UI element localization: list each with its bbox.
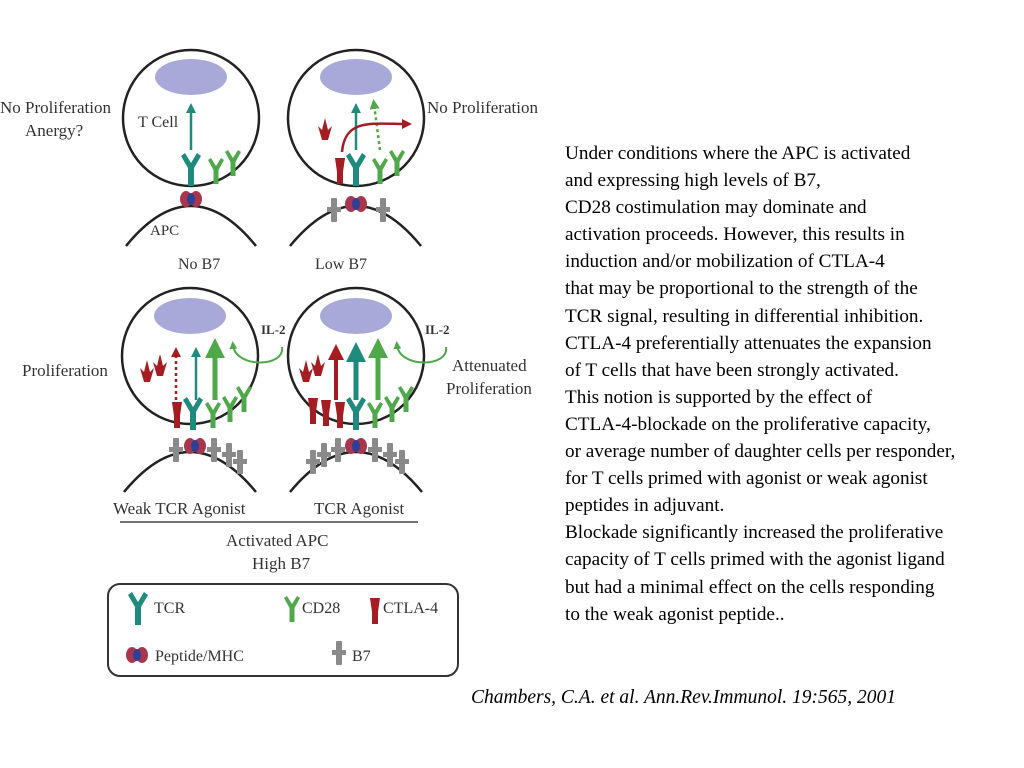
t-cell-activation-figure: No Proliferation Anergy? T Cell APC No B… bbox=[0, 48, 538, 677]
peptide-mhc bbox=[180, 191, 202, 207]
label-attenuated: Attenuated bbox=[452, 356, 527, 375]
caption-low-b7: Low B7 bbox=[315, 256, 367, 273]
il2-arrow bbox=[229, 341, 284, 364]
text-line: to the weak agonist peptide.. bbox=[565, 603, 785, 625]
peptide-mhc bbox=[184, 438, 206, 454]
text-line: activation proceeds. However, this resul… bbox=[565, 224, 905, 246]
peptide-mhc bbox=[345, 196, 367, 212]
il2-arrow bbox=[393, 341, 448, 364]
legend-cd28-label: CD28 bbox=[302, 600, 340, 617]
text-line: CTLA-4-blockade on the proliferative cap… bbox=[565, 413, 931, 435]
panel-weak-tcr-agonist: IL-2 Proliferation Weak TCR Agonist bbox=[22, 286, 286, 518]
apc-membrane bbox=[125, 204, 257, 247]
peptide-mhc-legend-icon bbox=[126, 647, 148, 663]
text-line: Blockade significantly increased the pro… bbox=[565, 522, 944, 544]
label-apc: APC bbox=[150, 223, 179, 239]
text-line: for T cells primed with agonist or weak … bbox=[565, 468, 928, 490]
panel-no-b7: No Proliferation Anergy? T Cell APC No B… bbox=[0, 48, 261, 273]
text-line: TCR signal, resulting in differential in… bbox=[565, 305, 924, 327]
label-anergy: Anergy? bbox=[25, 121, 83, 140]
text-line: peptides in adjuvant. bbox=[565, 495, 725, 517]
nucleus bbox=[320, 59, 392, 95]
group-caption-line-1: Activated APC bbox=[226, 531, 328, 550]
label-il2-2: IL-2 bbox=[425, 322, 450, 337]
citation: Chambers, C.A. et al. Ann.Rev.Immunol. 1… bbox=[471, 687, 896, 708]
text-line: capacity of T cells primed with the agon… bbox=[565, 549, 945, 571]
peptide-mhc bbox=[345, 438, 367, 454]
label-no-proliferation: No Proliferation bbox=[0, 98, 111, 117]
text-line: CTLA-4 preferentially attenuates the exp… bbox=[565, 332, 932, 354]
text-line: induction and/or mobilization of CTLA-4 bbox=[565, 251, 885, 273]
label-attenuated-proliferation: Proliferation bbox=[446, 379, 532, 398]
explanation-text: Under conditions where the APC is activa… bbox=[565, 140, 1024, 628]
caption-no-b7: No B7 bbox=[178, 256, 220, 273]
group-caption-line-2: High B7 bbox=[252, 554, 311, 573]
text-line: of T cells that have been strongly activ… bbox=[565, 359, 899, 381]
text-line: or average number of daughter cells per … bbox=[565, 441, 956, 463]
label-no-proliferation-2: No Proliferation bbox=[427, 98, 538, 117]
nucleus bbox=[154, 298, 226, 334]
caption-weak-tcr-agonist: Weak TCR Agonist bbox=[113, 499, 246, 518]
legend-b7-label: B7 bbox=[352, 648, 371, 665]
text-line: Under conditions where the APC is activa… bbox=[565, 143, 911, 164]
text-line: and expressing high levels of B7, bbox=[565, 170, 821, 192]
nucleus bbox=[155, 59, 227, 95]
legend-peptide-mhc-label: Peptide/MHC bbox=[155, 648, 244, 665]
text-line: CD28 costimulation may dominate and bbox=[565, 197, 867, 219]
text-line: but had a minimal effect on the cells re… bbox=[565, 576, 935, 598]
caption-tcr-agonist: TCR Agonist bbox=[314, 499, 404, 518]
panel-low-b7: No Proliferation Low B7 bbox=[286, 48, 538, 273]
panel-tcr-agonist: IL-2 Attenuated Proliferation TCR Agonis… bbox=[286, 286, 532, 518]
legend-ctla4-label: CTLA-4 bbox=[383, 600, 438, 617]
apc-membrane bbox=[123, 450, 257, 493]
apc-membrane bbox=[289, 204, 422, 247]
text-line: that may be proportional to the strength… bbox=[565, 278, 918, 300]
label-il2: IL-2 bbox=[261, 322, 286, 337]
label-proliferation: Proliferation bbox=[22, 361, 108, 380]
text-line: This notion is supported by the effect o… bbox=[565, 386, 873, 408]
legend: TCR CD28 CTLA-4 Peptide/MHC B7 bbox=[107, 583, 459, 677]
nucleus bbox=[320, 298, 392, 334]
legend-tcr-label: TCR bbox=[154, 600, 185, 617]
label-t-cell: T Cell bbox=[138, 114, 179, 131]
